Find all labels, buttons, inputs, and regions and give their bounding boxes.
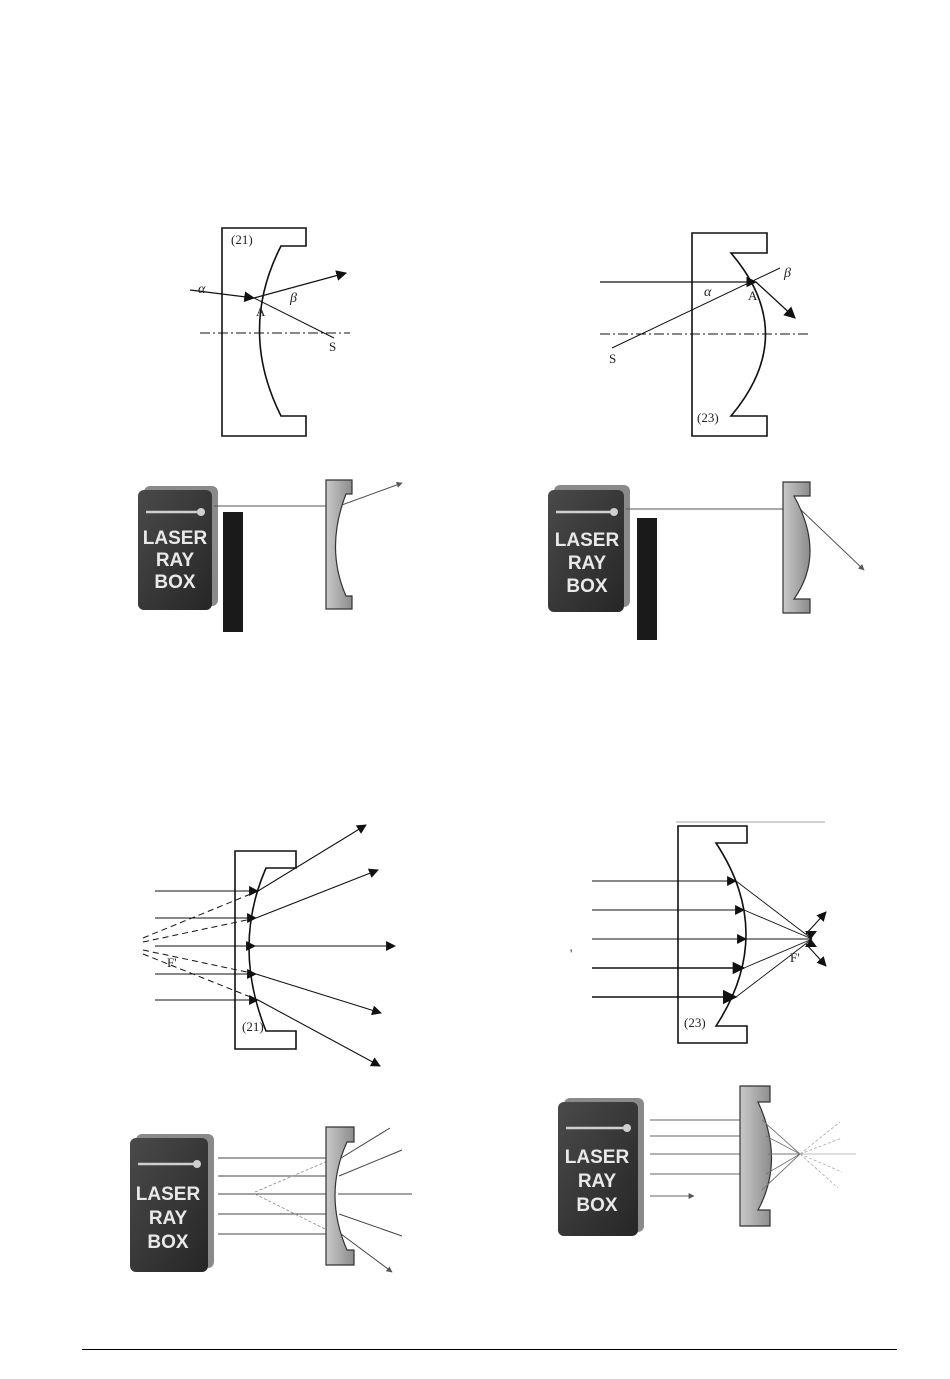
- alpha-label: α: [704, 285, 712, 300]
- laser-box-text-3: BOX: [154, 572, 196, 593]
- laser-box-text-2: RAY: [149, 1208, 188, 1229]
- virtual-ray: [143, 918, 256, 942]
- diverging-ray: [806, 944, 826, 966]
- virtual-ray: [143, 891, 258, 938]
- diagram-top-right: α β A S (23): [600, 233, 808, 436]
- refracted-beam: [339, 1214, 402, 1236]
- laser-box-photo-3: LASER RAY BOX: [130, 1127, 412, 1272]
- slit-plate: [637, 518, 657, 640]
- source-s-label: S: [609, 351, 616, 366]
- refracted-ray: [736, 881, 812, 939]
- laser-box-photo-4: LASER RAY BOX: [558, 1086, 856, 1236]
- refracted-ray: [256, 974, 381, 1013]
- laser-box-text-3: BOX: [147, 1232, 189, 1253]
- lens-23-photo: [740, 1086, 772, 1226]
- virtual-ray: [255, 1158, 335, 1192]
- refracted-ray: [744, 939, 812, 968]
- focus-label: F': [790, 950, 800, 965]
- laser-aperture-icon: [610, 508, 618, 516]
- lens-21-photo: [326, 480, 352, 609]
- lens-21-outline: [222, 228, 306, 436]
- laser-box-text-3: BOX: [576, 1195, 618, 1216]
- laser-box-text-2: RAY: [578, 1171, 617, 1192]
- laser-box-text-2: RAY: [156, 550, 195, 571]
- laser-box-text-2: RAY: [568, 553, 607, 574]
- virtual-ray: [143, 954, 258, 1000]
- laser-box-text-1: LASER: [555, 530, 620, 551]
- diagram-bottom-left: F' (21): [143, 825, 395, 1066]
- diagram-top-left: (21) α β A S: [190, 228, 350, 436]
- lens-number-label: (21): [231, 232, 253, 247]
- beta-label: β: [783, 266, 791, 281]
- diverging-beam: [800, 1138, 842, 1154]
- source-ray: [612, 268, 780, 348]
- slit-plate: [223, 512, 243, 632]
- diverging-ray: [806, 912, 826, 934]
- laser-box-text-1: LASER: [143, 528, 208, 549]
- lens-number-label: (23): [684, 1015, 706, 1030]
- refracted-ray: [744, 910, 812, 939]
- diverging-beam: [800, 1154, 842, 1172]
- refracted-ray: [256, 870, 378, 918]
- laser-box-photo-1: LASER RAY BOX: [138, 480, 402, 632]
- laser-aperture-icon: [197, 508, 205, 516]
- point-a-label: A: [748, 288, 758, 303]
- focus-label: F': [167, 955, 177, 970]
- lens-number-label: (21): [242, 1019, 264, 1034]
- refracted-ray: [736, 939, 812, 997]
- stray-mark: ': [570, 946, 572, 961]
- laser-aperture-icon: [193, 1160, 201, 1168]
- point-a-label: A: [256, 304, 266, 319]
- virtual-ray: [143, 950, 256, 974]
- alpha-label: α: [198, 282, 206, 297]
- diverging-beam: [800, 1154, 838, 1188]
- refracted-ray: [258, 1000, 380, 1066]
- diverging-beam: [800, 1122, 840, 1154]
- diagram-bottom-right: F' (23) ': [570, 822, 826, 1043]
- laser-box-text-3: BOX: [566, 576, 608, 597]
- lens-21-photo: [326, 1127, 354, 1265]
- lens-number-label: (23): [697, 410, 719, 425]
- source-s-label: S: [329, 339, 336, 354]
- lens-23-outline: [678, 826, 747, 1043]
- laser-box-photo-2: LASER RAY BOX: [548, 482, 864, 640]
- lens-23-photo: [783, 482, 810, 613]
- laser-aperture-icon: [623, 1124, 631, 1132]
- laser-box-text-1: LASER: [136, 1184, 201, 1205]
- beta-label: β: [289, 291, 297, 306]
- footer-rule: [82, 1349, 897, 1350]
- laser-box-text-1: LASER: [565, 1147, 630, 1168]
- refracted-ray: [756, 282, 795, 318]
